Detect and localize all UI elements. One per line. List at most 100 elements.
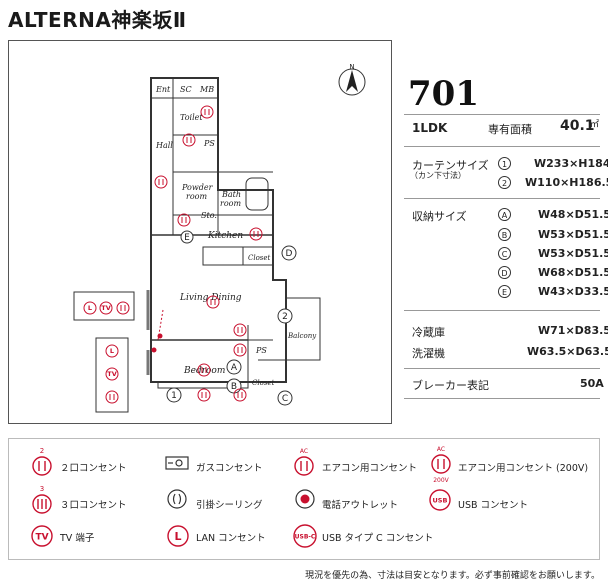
- divider: [404, 398, 600, 399]
- legend-phone: 電話アウトレット: [322, 500, 399, 511]
- unit-number: 701: [408, 74, 479, 114]
- phone-outlet-icon: [295, 489, 315, 509]
- storage-mark-c: C: [498, 247, 511, 260]
- plan-tv-1: TV: [101, 304, 110, 312]
- outlet-icon: [233, 323, 247, 337]
- plan-mark-e: E: [184, 233, 190, 243]
- storage-value-e: W43×D33.5: [538, 285, 608, 298]
- curtain-mark-1: 1: [498, 157, 511, 170]
- storage-label: 収納サイズ: [412, 210, 467, 223]
- phone-outlet-dot: [151, 347, 157, 353]
- legend-frame: [8, 438, 600, 560]
- plan-hall: Hall: [155, 141, 173, 150]
- outlet-icon: [200, 105, 214, 119]
- outlet-icon: [249, 227, 263, 241]
- ceiling-hook-icon: [167, 489, 187, 509]
- plan-toilet: Toilet: [180, 113, 203, 122]
- storage-mark-d: D: [498, 266, 511, 279]
- breaker-value: 50A: [580, 377, 604, 390]
- tv-icon: [105, 367, 119, 381]
- lan-outlet-icon: L: [167, 525, 189, 547]
- outlet-2-icon: 2: [32, 447, 52, 476]
- floor-plan-frame: [8, 40, 392, 424]
- layout-type: 1LDK: [412, 121, 448, 135]
- divider: [404, 310, 600, 311]
- divider: [404, 368, 600, 369]
- lan-icon: [105, 344, 119, 358]
- legend-outlet2: ２口コンセント: [60, 463, 127, 474]
- svg-text:USB-C: USB-C: [295, 534, 316, 541]
- plan-mark-2: 2: [282, 312, 288, 322]
- breaker-label: ブレーカー表記: [412, 379, 489, 392]
- plan-living: Living Dining: [179, 293, 242, 303]
- aircon-200v-outlet-icon: AC 200V: [431, 446, 451, 484]
- storage-mark-b: B: [498, 228, 511, 241]
- plan-balcony: Balcony: [287, 332, 317, 340]
- outlet-icon: [154, 175, 168, 189]
- plan-bath: Bath: [221, 190, 241, 199]
- plan-sc: SC: [180, 85, 192, 94]
- plan-powder-room: room: [186, 192, 207, 201]
- storage-value-c: W53×D51.5: [538, 247, 608, 260]
- svg-text:200V: 200V: [433, 477, 449, 484]
- outlet-icon: [177, 213, 191, 227]
- svg-text:TV: TV: [35, 533, 48, 543]
- svg-text:2: 2: [40, 447, 44, 455]
- svg-text:3: 3: [40, 485, 44, 493]
- usb-outlet-icon: USB: [429, 489, 451, 511]
- property-title: ALTERNA神楽坂Ⅱ: [8, 8, 187, 32]
- legend-tv: TV 端子: [60, 533, 95, 544]
- storage-mark-e: E: [498, 285, 511, 298]
- plan-ent: Ent: [155, 85, 171, 94]
- usb-c-outlet-icon: USB-C: [293, 524, 317, 548]
- svg-text:AC: AC: [300, 448, 308, 455]
- legend-ceiling: 引掛シーリング: [196, 500, 263, 511]
- curtain-mark-2: 2: [498, 176, 511, 189]
- legend-usbc: USB タイプ C コンセント: [322, 533, 434, 544]
- north-label: N: [349, 63, 354, 71]
- legend-aircon200: エアコン用コンセント (200V): [458, 463, 589, 474]
- plan-closet-2: Closet: [252, 379, 275, 387]
- plan-mark-d: D: [286, 249, 293, 259]
- plan-mark-c: C: [282, 394, 288, 404]
- divider: [404, 114, 600, 115]
- plan-lan-1: L: [88, 304, 92, 312]
- outlet-icon: [197, 388, 211, 402]
- fridge-value: W71×D83.5: [538, 324, 608, 337]
- plan-bedroom: Bedroom: [183, 366, 225, 376]
- plan-mb: MB: [199, 85, 214, 94]
- gas-outlet-icon: [165, 456, 189, 470]
- outlet-icon: [233, 388, 247, 402]
- curtain-value-1: W233×H184: [534, 157, 608, 170]
- outlet-icon: [233, 343, 247, 357]
- outlet-icon: [116, 301, 130, 315]
- curtain-sublabel: （カン下寸法）: [410, 171, 466, 180]
- phone-outlet-dot: [157, 333, 163, 339]
- washer-value: W63.5×D63.5: [527, 345, 608, 358]
- fridge-label: 冷蔵庫: [412, 326, 445, 339]
- plan-mark-1: 1: [171, 391, 177, 401]
- plan-lan-2: L: [110, 347, 114, 355]
- divider: [404, 198, 600, 199]
- storage-value-d: W68×D51.5: [538, 266, 608, 279]
- storage-value-a: W48×D51.5: [538, 208, 608, 221]
- aircon-outlet-icon: AC: [294, 448, 314, 476]
- plan-powder: Powder: [181, 183, 214, 192]
- disclaimer-note: 現況を優先の為、寸法は目安となります。必ず事前確認をお願いします。: [305, 571, 600, 581]
- area-label: 専有面積: [488, 123, 532, 136]
- outlet-icon: [206, 295, 220, 309]
- area-value: 40.1: [560, 118, 595, 134]
- plan-sto: Sto.: [201, 211, 217, 220]
- lan-icon: [83, 301, 97, 315]
- floor-plan: Ent SC MB Toilet Hall PS Powder room Bat…: [73, 63, 366, 413]
- legend-outlet3: ３口コンセント: [60, 500, 127, 511]
- plan-ps: PS: [203, 139, 215, 148]
- plan-mark-a: A: [231, 363, 238, 373]
- svg-text:AC: AC: [437, 446, 445, 453]
- tv-icon: [99, 301, 113, 315]
- tv-outlet-icon: TV: [31, 525, 53, 547]
- curtain-value-2: W110×H186.5: [525, 176, 608, 189]
- legend-lan: LAN コンセント: [196, 533, 266, 544]
- outlet-icon: [182, 133, 196, 147]
- outlet-3-icon: 3: [32, 485, 52, 514]
